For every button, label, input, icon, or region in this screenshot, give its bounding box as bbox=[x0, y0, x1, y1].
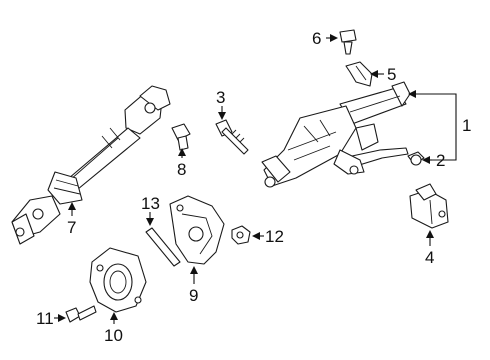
nut-part-12 bbox=[231, 225, 251, 245]
callout-8: 8 bbox=[177, 160, 186, 179]
leader-lines bbox=[54, 34, 457, 324]
bolt-part-3 bbox=[215, 119, 249, 155]
o-ring-part-13 bbox=[145, 227, 181, 267]
bolt-part-2 bbox=[407, 151, 425, 166]
seal-housing-part-10 bbox=[89, 247, 147, 313]
switch-part-4 bbox=[409, 183, 449, 229]
bracket-part-5 bbox=[345, 61, 373, 87]
clip-part-6 bbox=[339, 29, 357, 55]
callout-13: 13 bbox=[141, 194, 160, 213]
callout-4: 4 bbox=[425, 248, 434, 267]
steering-column-part bbox=[261, 81, 411, 188]
callout-7: 7 bbox=[67, 218, 76, 237]
callout-9: 9 bbox=[189, 286, 198, 305]
callout-labels: 1 2 3 4 5 6 7 8 9 10 11 12 13 bbox=[36, 29, 471, 345]
callout-11: 11 bbox=[36, 309, 54, 328]
bolt-part-8 bbox=[171, 123, 191, 151]
callout-3: 3 bbox=[216, 88, 225, 107]
callout-1: 1 bbox=[462, 116, 471, 135]
callout-2: 2 bbox=[436, 151, 445, 170]
callout-10: 10 bbox=[104, 326, 123, 345]
callout-5: 5 bbox=[387, 65, 396, 84]
cover-plate-part-9 bbox=[169, 195, 225, 265]
intermediate-shaft-part bbox=[11, 85, 171, 245]
bolt-part-11 bbox=[65, 305, 97, 323]
callout-6: 6 bbox=[312, 29, 321, 48]
callout-12: 12 bbox=[265, 227, 284, 246]
